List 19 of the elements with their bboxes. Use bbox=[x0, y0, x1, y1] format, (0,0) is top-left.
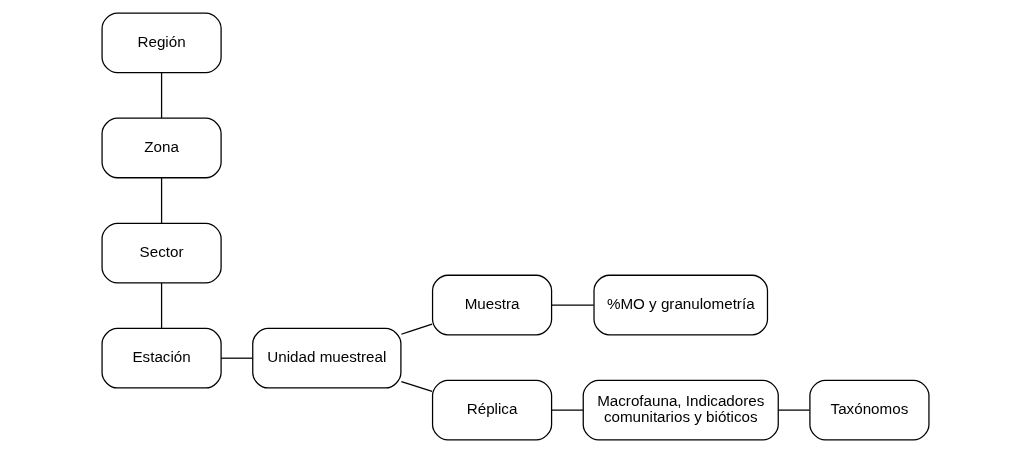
node-box: %MO y granulometría bbox=[593, 274, 769, 336]
connector bbox=[220, 357, 254, 359]
node-box: Estación bbox=[101, 327, 222, 389]
connector bbox=[160, 177, 163, 224]
node-box: Sector bbox=[101, 222, 222, 284]
node-box: Taxónomos bbox=[809, 379, 930, 441]
node-box: Muestra bbox=[431, 274, 553, 336]
connector bbox=[551, 409, 584, 411]
node-box: Región bbox=[101, 12, 222, 74]
connector bbox=[400, 380, 433, 392]
connector bbox=[400, 323, 433, 335]
node-box: Macrofauna, Indicadores comunitarios y bióticos bbox=[582, 379, 779, 441]
connector bbox=[160, 282, 163, 329]
connector bbox=[777, 409, 811, 411]
node-box: Réplica bbox=[431, 379, 553, 441]
node-box: Unidad muestreal bbox=[252, 327, 402, 389]
connector bbox=[160, 72, 163, 119]
node-box: Zona bbox=[101, 117, 222, 179]
connector bbox=[551, 304, 595, 306]
